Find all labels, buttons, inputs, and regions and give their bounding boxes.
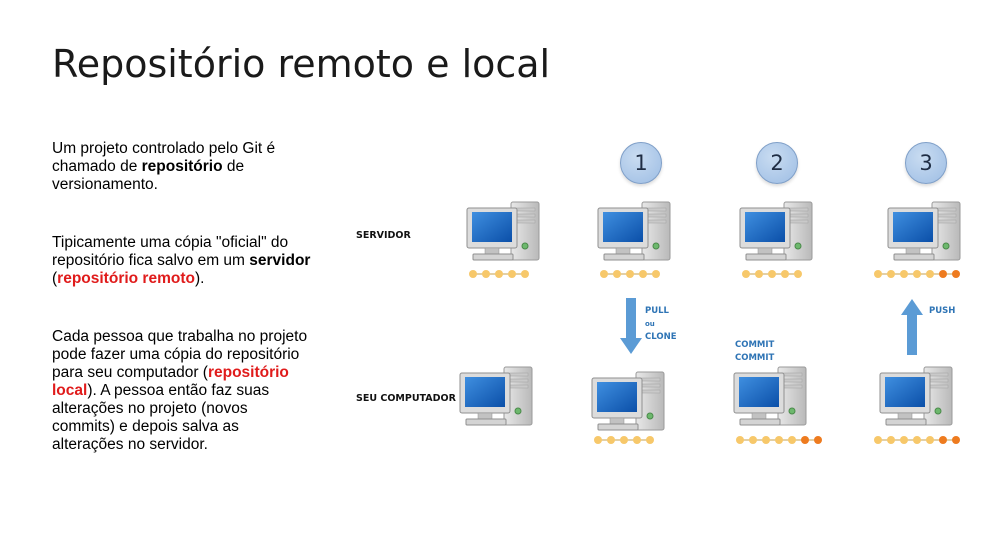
new-commit-dot: [814, 436, 822, 444]
commit-dot: [874, 436, 882, 444]
row-label-server: SERVIDOR: [356, 230, 411, 241]
commit-dot: [900, 270, 908, 278]
commit-dot: [768, 270, 776, 278]
commit-dot: [613, 270, 621, 278]
pull-arrow-icon: [620, 298, 642, 354]
commit-dot: [887, 270, 895, 278]
slide-title: Repositório remoto e local: [52, 42, 551, 86]
p1-text: Um projeto controlado pelo Git é chamado…: [52, 140, 276, 175]
commit-dot: [607, 436, 615, 444]
new-commit-dot: [952, 436, 960, 444]
commit-dot: [794, 270, 802, 278]
commit-dot: [594, 436, 602, 444]
p2-end: ).: [194, 270, 205, 287]
commit-dot: [620, 436, 628, 444]
commit-dot: [736, 436, 744, 444]
computer-icon: [590, 370, 668, 436]
p1-bold: repositório: [141, 158, 223, 175]
commit-dot: [742, 270, 750, 278]
commit-dot: [508, 270, 516, 278]
commit-dot: [495, 270, 503, 278]
commit-dot: [652, 270, 660, 278]
commit-dot: [600, 270, 608, 278]
commit-dot: [781, 270, 789, 278]
commit-dot: [874, 270, 882, 278]
paragraph-1: Um projeto controlado pelo Git é chamado…: [52, 140, 312, 194]
p3-text: Cada pessoa que trabalha no projeto pode…: [52, 328, 308, 381]
commit-dot: [521, 270, 529, 278]
p2-paren: (: [52, 270, 58, 287]
new-commit-dot: [939, 436, 947, 444]
step-1-badge: 1: [620, 142, 662, 184]
pull-label-line: CLONE: [645, 332, 677, 342]
commit-dot: [887, 436, 895, 444]
commit-dot: [926, 270, 934, 278]
commit-dot: [639, 270, 647, 278]
new-commit-dot: [952, 270, 960, 278]
p2-text: Tipicamente uma cópia "oficial" do repos…: [52, 234, 289, 269]
computer-icon: [738, 200, 816, 266]
pull-label: PULL ou CLONE: [645, 305, 677, 344]
commit-dot: [926, 436, 934, 444]
pull-label-line: PULL: [645, 306, 669, 316]
commit-chain-local-3: [874, 436, 960, 444]
commit-dot: [788, 436, 796, 444]
p1-text-end: de versionamento.: [52, 158, 245, 193]
commit-dot: [626, 270, 634, 278]
computer-icon: [732, 365, 810, 431]
step-3-badge: 3: [905, 142, 947, 184]
commit-dot: [469, 270, 477, 278]
computer-icon: [878, 365, 956, 431]
commit-chain-server-0: [469, 270, 529, 278]
commit-chain-server-2: [742, 270, 802, 278]
commit-dot: [646, 436, 654, 444]
p3-red: repositório local: [52, 364, 289, 399]
commit-dot: [775, 436, 783, 444]
commit-dot: [633, 436, 641, 444]
commit-chain-server-3: [874, 270, 960, 278]
commit-dot: [762, 436, 770, 444]
step-2-badge: 2: [756, 142, 798, 184]
commit-label-line: COMMIT: [735, 353, 775, 363]
commit-dot: [913, 436, 921, 444]
commit-dot: [749, 436, 757, 444]
p2-red: repositório remoto: [57, 270, 195, 287]
new-commit-dot: [939, 270, 947, 278]
row-label-local: SEU COMPUTADOR: [356, 393, 456, 404]
commit-chain-local-2: [736, 436, 822, 444]
push-arrow-icon: [901, 299, 923, 355]
commit-dot: [913, 270, 921, 278]
commit-chain-local-1: [594, 436, 654, 444]
commit-dot: [755, 270, 763, 278]
commit-dot: [482, 270, 490, 278]
commit-chain-server-1: [600, 270, 660, 278]
paragraph-3: Cada pessoa que trabalha no projeto pode…: [52, 328, 312, 454]
computer-icon: [458, 365, 536, 431]
paragraph-2: Tipicamente uma cópia "oficial" do repos…: [52, 234, 312, 288]
computer-icon: [465, 200, 543, 266]
commit-label-line: COMMIT: [735, 340, 775, 350]
pull-label-line: ou: [645, 320, 655, 328]
computer-icon: [596, 200, 674, 266]
push-label: PUSH: [929, 306, 956, 316]
commit-dot: [900, 436, 908, 444]
commit-label: COMMIT COMMIT: [735, 339, 774, 365]
new-commit-dot: [801, 436, 809, 444]
computer-icon: [886, 200, 964, 266]
p2-bold: servidor: [249, 252, 311, 269]
p3-end: ). A pessoa então faz suas alterações no…: [52, 382, 270, 453]
